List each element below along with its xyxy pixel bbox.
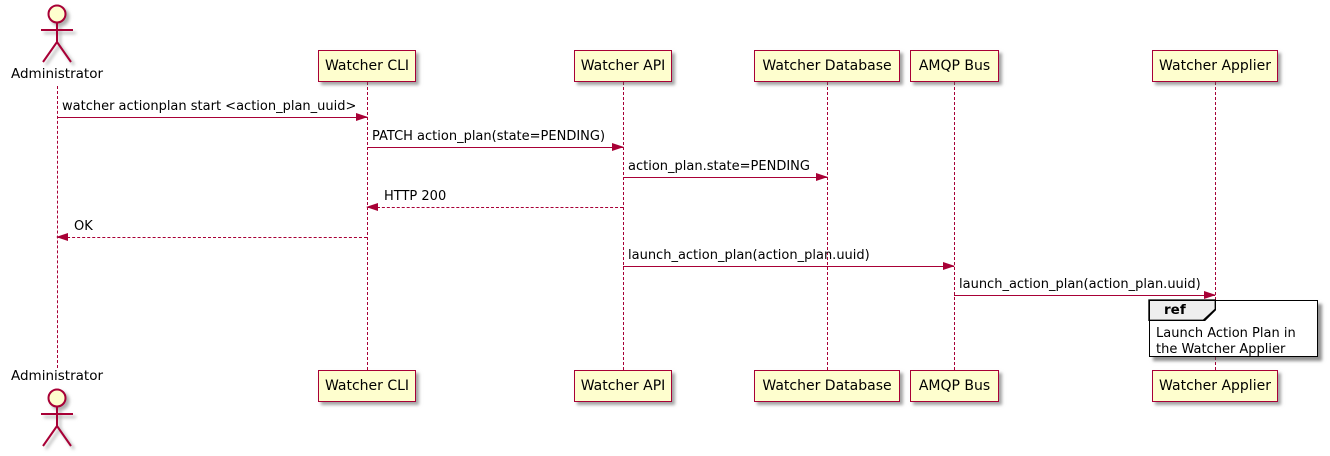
message-label: OK [74,219,93,234]
message-state-pending: action_plan.state=PENDING [623,159,828,181]
lifeline-administrator [57,86,58,368]
message-label: HTTP 200 [384,189,447,204]
message-label: watcher actionplan start <action_plan_uu… [62,99,357,114]
message-launch-action-plan-amqp: launch_action_plan(action_plan.uuid) [623,248,955,270]
arrowhead-right-icon [943,262,955,270]
lifeline-watcher-cli [367,82,368,370]
participant-watcher-cli-top: Watcher CLI [318,50,416,82]
participant-watcher-database-bottom: Watcher Database [754,370,900,402]
participant-watcher-api-top: Watcher API [574,50,672,82]
message-arrow [623,262,955,270]
participant-watcher-cli-bottom: Watcher CLI [318,370,416,402]
participant-watcher-applier-top: Watcher Applier [1152,50,1278,82]
message-label: action_plan.state=PENDING [628,159,810,174]
message-label: launch_action_plan(action_plan.uuid) [628,248,870,263]
message-actionplan-start: watcher actionplan start <action_plan_uu… [57,99,368,121]
message-arrow [366,203,623,211]
lifeline-watcher-applier [1215,82,1216,370]
lifeline-watcher-database [827,82,828,370]
message-arrow [954,291,1216,299]
arrowhead-right-icon [1204,291,1216,299]
arrowhead-left-icon [366,203,378,211]
actor-label-bottom: Administrator [10,368,104,384]
participant-watcher-applier-bottom: Watcher Applier [1152,370,1278,402]
lifeline-watcher-api [623,82,624,370]
actor-icon [41,4,73,63]
lifeline-amqp-bus [954,82,955,370]
participant-label: Watcher Applier [1159,378,1271,394]
participant-amqp-bus-top: AMQP Bus [910,50,999,82]
message-patch-action-plan: PATCH action_plan(state=PENDING) [367,129,624,151]
participant-label: Watcher Database [762,58,892,74]
message-http-200: HTTP 200 [366,189,623,211]
actor-icon [41,388,73,447]
participant-label: Watcher CLI [324,58,410,74]
message-arrow [623,173,828,181]
participant-label: Watcher API [580,378,666,394]
arrowhead-right-icon [612,143,624,151]
message-ok: OK [56,219,367,241]
participant-label: Watcher Database [762,378,892,394]
participant-amqp-bus-bottom: AMQP Bus [910,370,999,402]
message-arrow [367,143,624,151]
participant-label: AMQP Bus [918,58,991,74]
message-arrow [57,113,368,121]
ref-frame: ref Launch Action Plan in the Watcher Ap… [1148,299,1318,357]
participant-watcher-database-top: Watcher Database [754,50,900,82]
ref-tab-icon [1148,299,1217,322]
arrowhead-left-icon [56,233,68,241]
participant-label: AMQP Bus [918,378,991,394]
participant-label: Watcher CLI [324,378,410,394]
participant-watcher-api-bottom: Watcher API [574,370,672,402]
message-arrow [56,233,367,241]
participant-label: Watcher API [580,58,666,74]
arrowhead-right-icon [356,113,368,121]
actor-label-top: Administrator [10,66,104,82]
message-launch-action-plan-applier: launch_action_plan(action_plan.uuid) [954,277,1216,299]
ref-keyword: ref [1164,302,1186,318]
message-label: launch_action_plan(action_plan.uuid) [959,277,1201,292]
arrowhead-right-icon [816,173,828,181]
ref-text: Launch Action Plan in the Watcher Applie… [1156,326,1296,357]
message-label: PATCH action_plan(state=PENDING) [372,129,606,144]
participant-label: Watcher Applier [1159,58,1271,74]
